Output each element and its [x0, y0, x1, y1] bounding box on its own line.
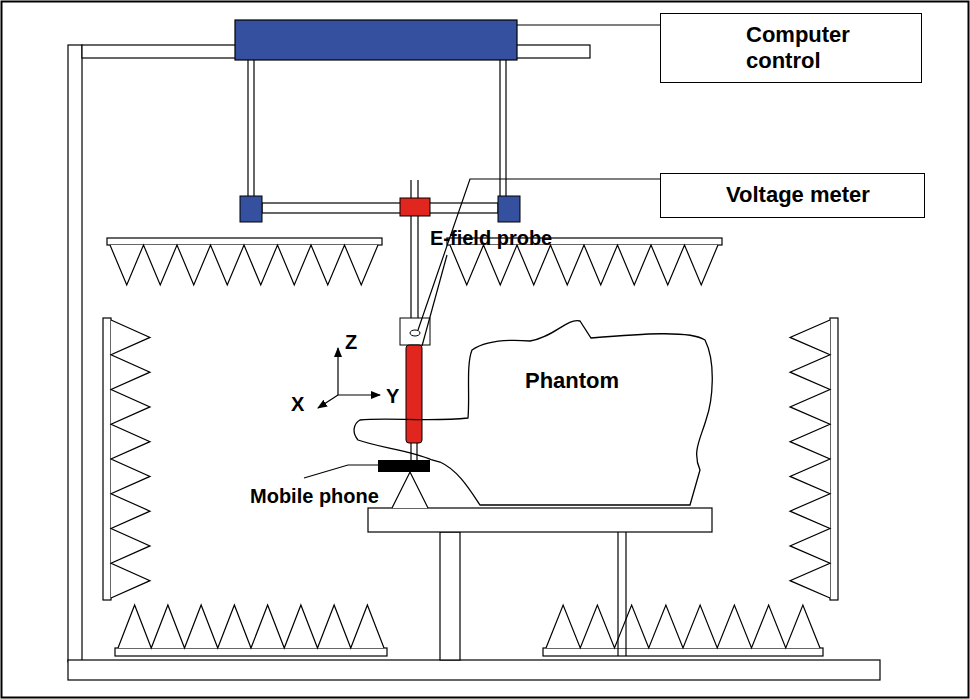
control-box: Computer control [660, 13, 922, 83]
node-label: Computer control [746, 22, 866, 74]
probe-carriage [400, 198, 430, 216]
phantom-shape [340, 310, 730, 515]
axes [318, 348, 380, 408]
part-label: E-field probe [430, 226, 552, 250]
frame [68, 45, 880, 680]
probe-connector [410, 330, 420, 336]
meter-box: Voltage meter [660, 173, 925, 218]
axis-label: Z [345, 330, 357, 354]
rod-block [240, 196, 262, 222]
rf-absorbers [103, 238, 838, 656]
wires [304, 25, 660, 478]
positioner-rods [248, 60, 506, 318]
phone-holder [392, 472, 428, 508]
positioner-head [235, 20, 517, 60]
node-label: Voltage meter [726, 182, 916, 208]
part-label: Mobile phone [250, 484, 379, 508]
node-label: Phantom [525, 368, 619, 394]
mobile-phone [378, 460, 430, 472]
table [368, 508, 712, 660]
probe-body [406, 345, 422, 443]
rod-block [498, 196, 520, 222]
phantom-outline: Phantom [340, 310, 730, 515]
axis-label: Y [386, 384, 399, 408]
axis-label: X [291, 392, 304, 416]
